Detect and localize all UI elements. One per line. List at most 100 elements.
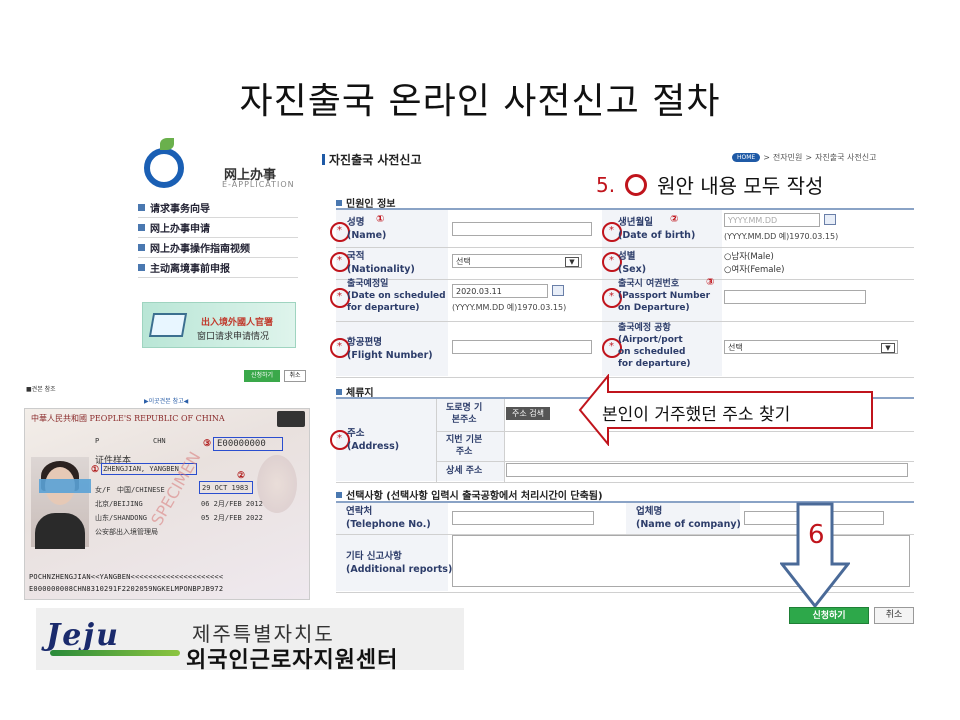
label-flight-text: 항공편명 (Flight Number) <box>347 337 433 361</box>
required-mark <box>330 288 350 308</box>
breadcrumb-civil[interactable]: 전자민원 <box>772 153 803 162</box>
form-title-text: 자진출국 사전신고 <box>329 153 422 167</box>
sample-label: ■견본 참조 <box>26 386 56 393</box>
required-mark <box>330 252 350 272</box>
sample-hint: ▶이곳견본 참고◀ <box>144 398 189 405</box>
name-highlight <box>101 463 197 475</box>
address-search-button[interactable]: 주소 검색 <box>506 407 550 420</box>
section-optional: 선택사항 (선택사항 입력시 출국공항에서 처리시간이 단축됨) <box>336 487 603 502</box>
label-col-bg-2 <box>602 210 722 376</box>
passport-birth-place: 北京/BEIJING <box>95 500 143 508</box>
phone-input[interactable] <box>452 511 594 525</box>
menu-item-apply[interactable]: 网上办事申请 <box>138 218 298 238</box>
label-detail-text: 상세 주소 <box>446 466 483 476</box>
passport-authority: 公安部出入境管理局 <box>95 528 158 536</box>
required-mark <box>330 430 350 450</box>
menu-label: 网上办事操作指南视频 <box>150 244 250 255</box>
window-status-banner[interactable]: 出入境外國人官署 窗口请求申请情况 <box>142 302 296 348</box>
mrz-line-1: POCHNZHENGJIAN<<YANGBEN<<<<<<<<<<<<<<<<<… <box>29 573 224 581</box>
logo-line1: 제주특별자치도 <box>192 622 335 646</box>
passport-country: CHN <box>153 437 166 445</box>
step5-number: 5. <box>596 172 616 197</box>
passport-number-highlight <box>213 437 283 451</box>
breadcrumb-home[interactable]: HOME <box>732 153 761 162</box>
flight-number-input[interactable] <box>452 340 592 354</box>
passport-issue-place: 山东/SHANDONG <box>95 514 147 522</box>
mark-2: ② <box>670 214 679 225</box>
label-road-text: 도로명 기 본주소 <box>446 403 483 425</box>
section-bullet-icon <box>336 199 342 206</box>
sample-cancel-button[interactable]: 취소 <box>284 370 306 382</box>
apply-button[interactable]: 신청하기 <box>789 607 869 624</box>
calendar-icon[interactable] <box>552 285 564 296</box>
section-residence: 체류지 <box>336 384 374 399</box>
label-lot-text: 지번 기본 주소 <box>446 435 483 457</box>
breadcrumb-sep: > <box>805 153 813 162</box>
passport-nationality: 中国/CHINESE <box>117 486 165 494</box>
detail-address-input[interactable] <box>506 463 908 477</box>
passport-country-header: 中華人民共和國 PEOPLE'S REPUBLIC OF CHINA <box>31 414 225 423</box>
label-address-text: 주소 (Address) <box>347 428 400 452</box>
photo-body <box>35 513 85 549</box>
breadcrumb: HOME > 전자민원 > 자진출국 사전신고 <box>732 152 877 163</box>
required-mark <box>602 338 622 358</box>
label-phone: 연락처 (Telephone No.) <box>346 505 431 531</box>
jeju-center-logo: Jeju 제주특별자치도 외국인근로자지원센터 <box>36 608 464 673</box>
section-bullet-icon <box>336 388 342 395</box>
dob-input[interactable]: YYYY.MM.DD <box>724 213 820 227</box>
airport-select[interactable]: 선택▼ <box>724 340 898 354</box>
name-input[interactable] <box>452 222 592 236</box>
step6-number: 6 <box>808 520 825 550</box>
menu-item-video[interactable]: 网上办事操作指南视频 <box>138 238 298 258</box>
address-callout: 본인이 거주했던 주소 찾기 <box>578 374 878 446</box>
label-passport-text: 출국시 여권번호 (Passport Number on Departure) <box>618 279 711 313</box>
passport-sample-panel: ■견본 참조 ▶이곳견본 참고◀ 신청하기 취소 中華人民共和國 PEOPLE'… <box>24 368 310 600</box>
label-departure-text: 출국예정일 (Date on scheduled for departure) <box>347 279 446 313</box>
departure-date-input[interactable]: 2020.03.11 <box>452 284 548 298</box>
breadcrumb-current: 자진출국 사전신고 <box>815 153 877 162</box>
mrz-line-2: E000000008CHN8310291F2202059NGKELMPONBPJ… <box>29 585 224 593</box>
bullet-icon <box>138 204 145 211</box>
passport-expiry: 05 2月/FEB 2022 <box>201 514 263 522</box>
label-col-bg <box>336 503 448 591</box>
menu-item-departure[interactable]: 主动离境事前申报 <box>138 258 298 278</box>
e-application-menu: 请求事务向导 网上办事申请 网上办事操作指南视频 主动离境事前申报 <box>138 198 298 278</box>
menu-item-guide[interactable]: 请求事务向导 <box>138 198 298 218</box>
label-nationality-text: 국적 (Nationality) <box>347 251 415 275</box>
row-name <box>336 210 914 248</box>
row-phone <box>336 503 914 535</box>
form-title: 자진출국 사전신고 <box>322 151 422 168</box>
mark-1: ① <box>376 214 385 225</box>
label-passport-number: 출국시 여권번호 (Passport Number on Departure) <box>618 278 710 314</box>
passport-photo <box>31 457 91 549</box>
banner-line2: 窗口请求申请情况 <box>197 332 270 342</box>
dob-placeholder: YYYY.MM.DD <box>728 215 778 225</box>
sex-female-radio[interactable]: ○여자(Female) <box>724 265 785 275</box>
sample-apply-button[interactable]: 신청하기 <box>244 370 280 382</box>
cancel-button[interactable]: 취소 <box>874 607 914 624</box>
sex-male-radio[interactable]: ○남자(Male) <box>724 252 774 262</box>
label-company-text: 업체명 (Name of company) <box>636 506 741 530</box>
passport-sex: 女/F <box>95 486 111 494</box>
row-lot <box>436 432 914 462</box>
chip-icon <box>277 411 305 427</box>
logo-en: E-APPLICATION <box>222 180 295 189</box>
calendar-icon[interactable] <box>824 214 836 225</box>
row-detail <box>336 462 914 483</box>
passport-number: E00000000 <box>217 439 266 449</box>
callout-text: 본인이 거주했던 주소 찾기 <box>602 405 791 425</box>
step6-arrow: 6 <box>778 502 852 609</box>
row-flight <box>336 322 914 378</box>
menu-label: 网上办事申请 <box>150 224 210 235</box>
label-phone-text: 연락처 (Telephone No.) <box>346 506 431 530</box>
section-optional-label: 선택사항 (선택사항 입력시 출국공항에서 처리시간이 단축됨) <box>346 491 603 502</box>
label-name: 성명 (Name) <box>347 216 386 242</box>
nationality-select[interactable]: 선택▼ <box>452 254 582 268</box>
label-address: 주소 (Address) <box>347 427 399 453</box>
step5-text: 원안 내용 모두 작성 <box>657 174 824 198</box>
passport-dob: 29 OCT 1983 <box>202 484 249 492</box>
face-mask <box>39 479 91 493</box>
laptop-icon <box>148 313 188 337</box>
label-other: 기타 신고사항 (Additional reports) <box>346 550 452 576</box>
passport-number-input[interactable] <box>724 290 866 304</box>
